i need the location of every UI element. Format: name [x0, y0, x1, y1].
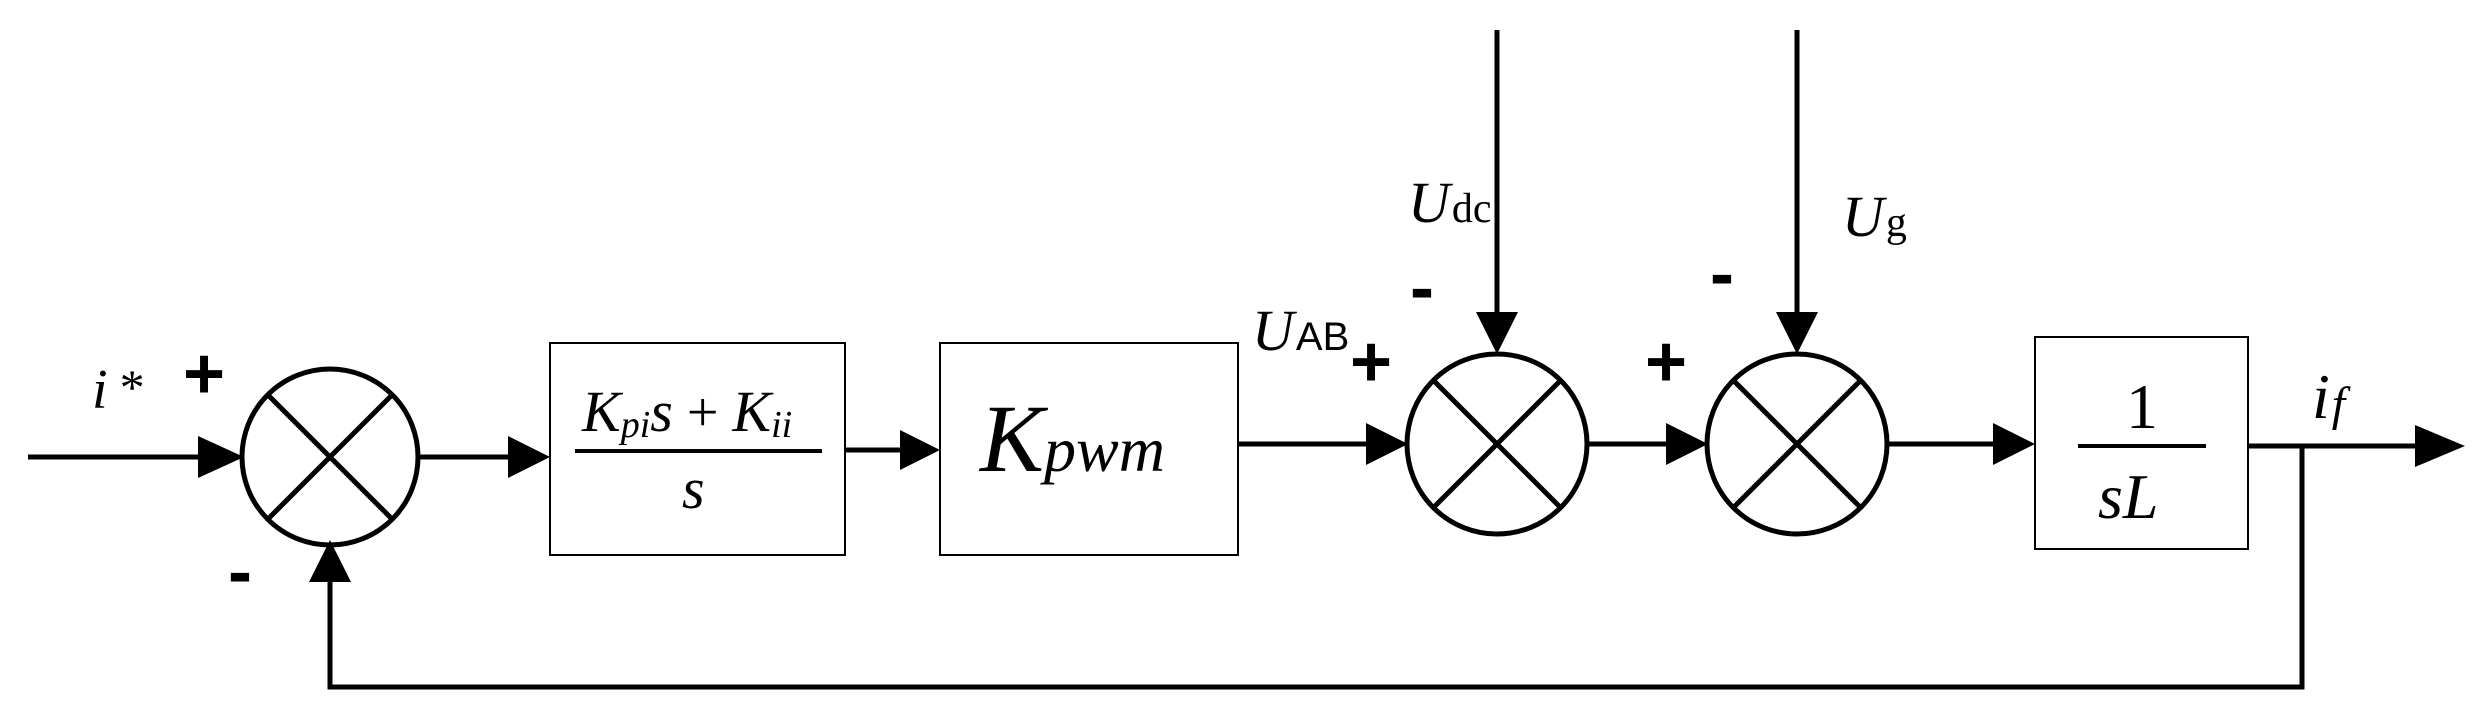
pi-numerator: Kpis+Kii [581, 379, 792, 446]
summing-junction-2 [1404, 351, 1590, 537]
uab-label: UAB [1252, 298, 1349, 363]
feedback-loop-line [327, 446, 2305, 690]
summing-junction-1 [239, 366, 421, 548]
arrow-head [309, 540, 351, 582]
plant-denominator: sL [2098, 461, 2159, 532]
pwm-gain-block [939, 342, 1239, 556]
arrow-head [900, 430, 940, 470]
summing-junction-3 [1704, 351, 1890, 537]
arrow-head [1366, 423, 1408, 465]
arrow-head [1993, 423, 2035, 465]
sum3-minus-sign: - [1710, 234, 1734, 314]
arrow-head [198, 436, 244, 478]
plant-block [2034, 336, 2249, 550]
pi-denominator: s [682, 456, 705, 521]
sum2-plus-sign: + [1350, 322, 1392, 402]
ug-label: Ug [1842, 184, 1907, 249]
sum1-plus-sign: + [183, 334, 225, 414]
sum1-minus-sign: - [228, 532, 252, 612]
arrow-head [508, 436, 550, 478]
arrow-head [2415, 425, 2465, 467]
input-label: i* [92, 359, 145, 421]
arrow-head [1776, 312, 1818, 354]
plant-numerator: 1 [2126, 371, 2158, 442]
sum3-plus-sign: + [1645, 322, 1687, 402]
output-label: if [2312, 361, 2351, 432]
sum2-minus-sign: - [1410, 248, 1434, 328]
arrow-head [1666, 423, 1708, 465]
udc-label: Udc [1408, 170, 1492, 235]
pwm-gain-label: Kpwm [978, 385, 1165, 492]
arrow-head [1476, 312, 1518, 354]
